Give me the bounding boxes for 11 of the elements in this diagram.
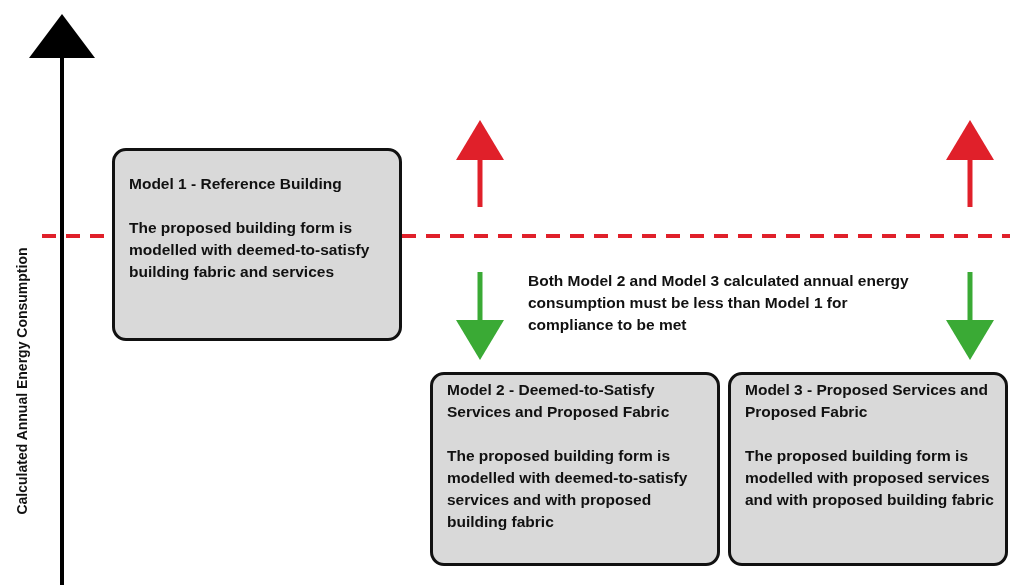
- model-box: [112, 148, 402, 341]
- model-box: [728, 372, 1008, 566]
- box-heading: Model 3 - Proposed Services and Proposed Fabric: [745, 380, 989, 422]
- compliance-note: Both Model 2 and Model 3 calculated annual energy consumption must be less than Model 1 for compliance to be met: [528, 271, 910, 335]
- box-description: The proposed building form is modelled with deemed-to-satisfy building fabric and services: [129, 218, 371, 282]
- box-heading: Model 2 - Deemed-to-Satisfy Services and Proposed Fabric: [447, 380, 671, 422]
- axis-label: Calculated Annual Energy Consumption: [13, 246, 31, 517]
- box-description: The proposed building form is modelled with proposed services and with proposed building fabric: [745, 446, 995, 510]
- model-box: [430, 372, 720, 566]
- box-description: The proposed building form is modelled with deemed-to-satisfy services and with proposed building fabric: [447, 446, 689, 532]
- box-heading: Model 1 - Reference Building: [129, 174, 343, 194]
